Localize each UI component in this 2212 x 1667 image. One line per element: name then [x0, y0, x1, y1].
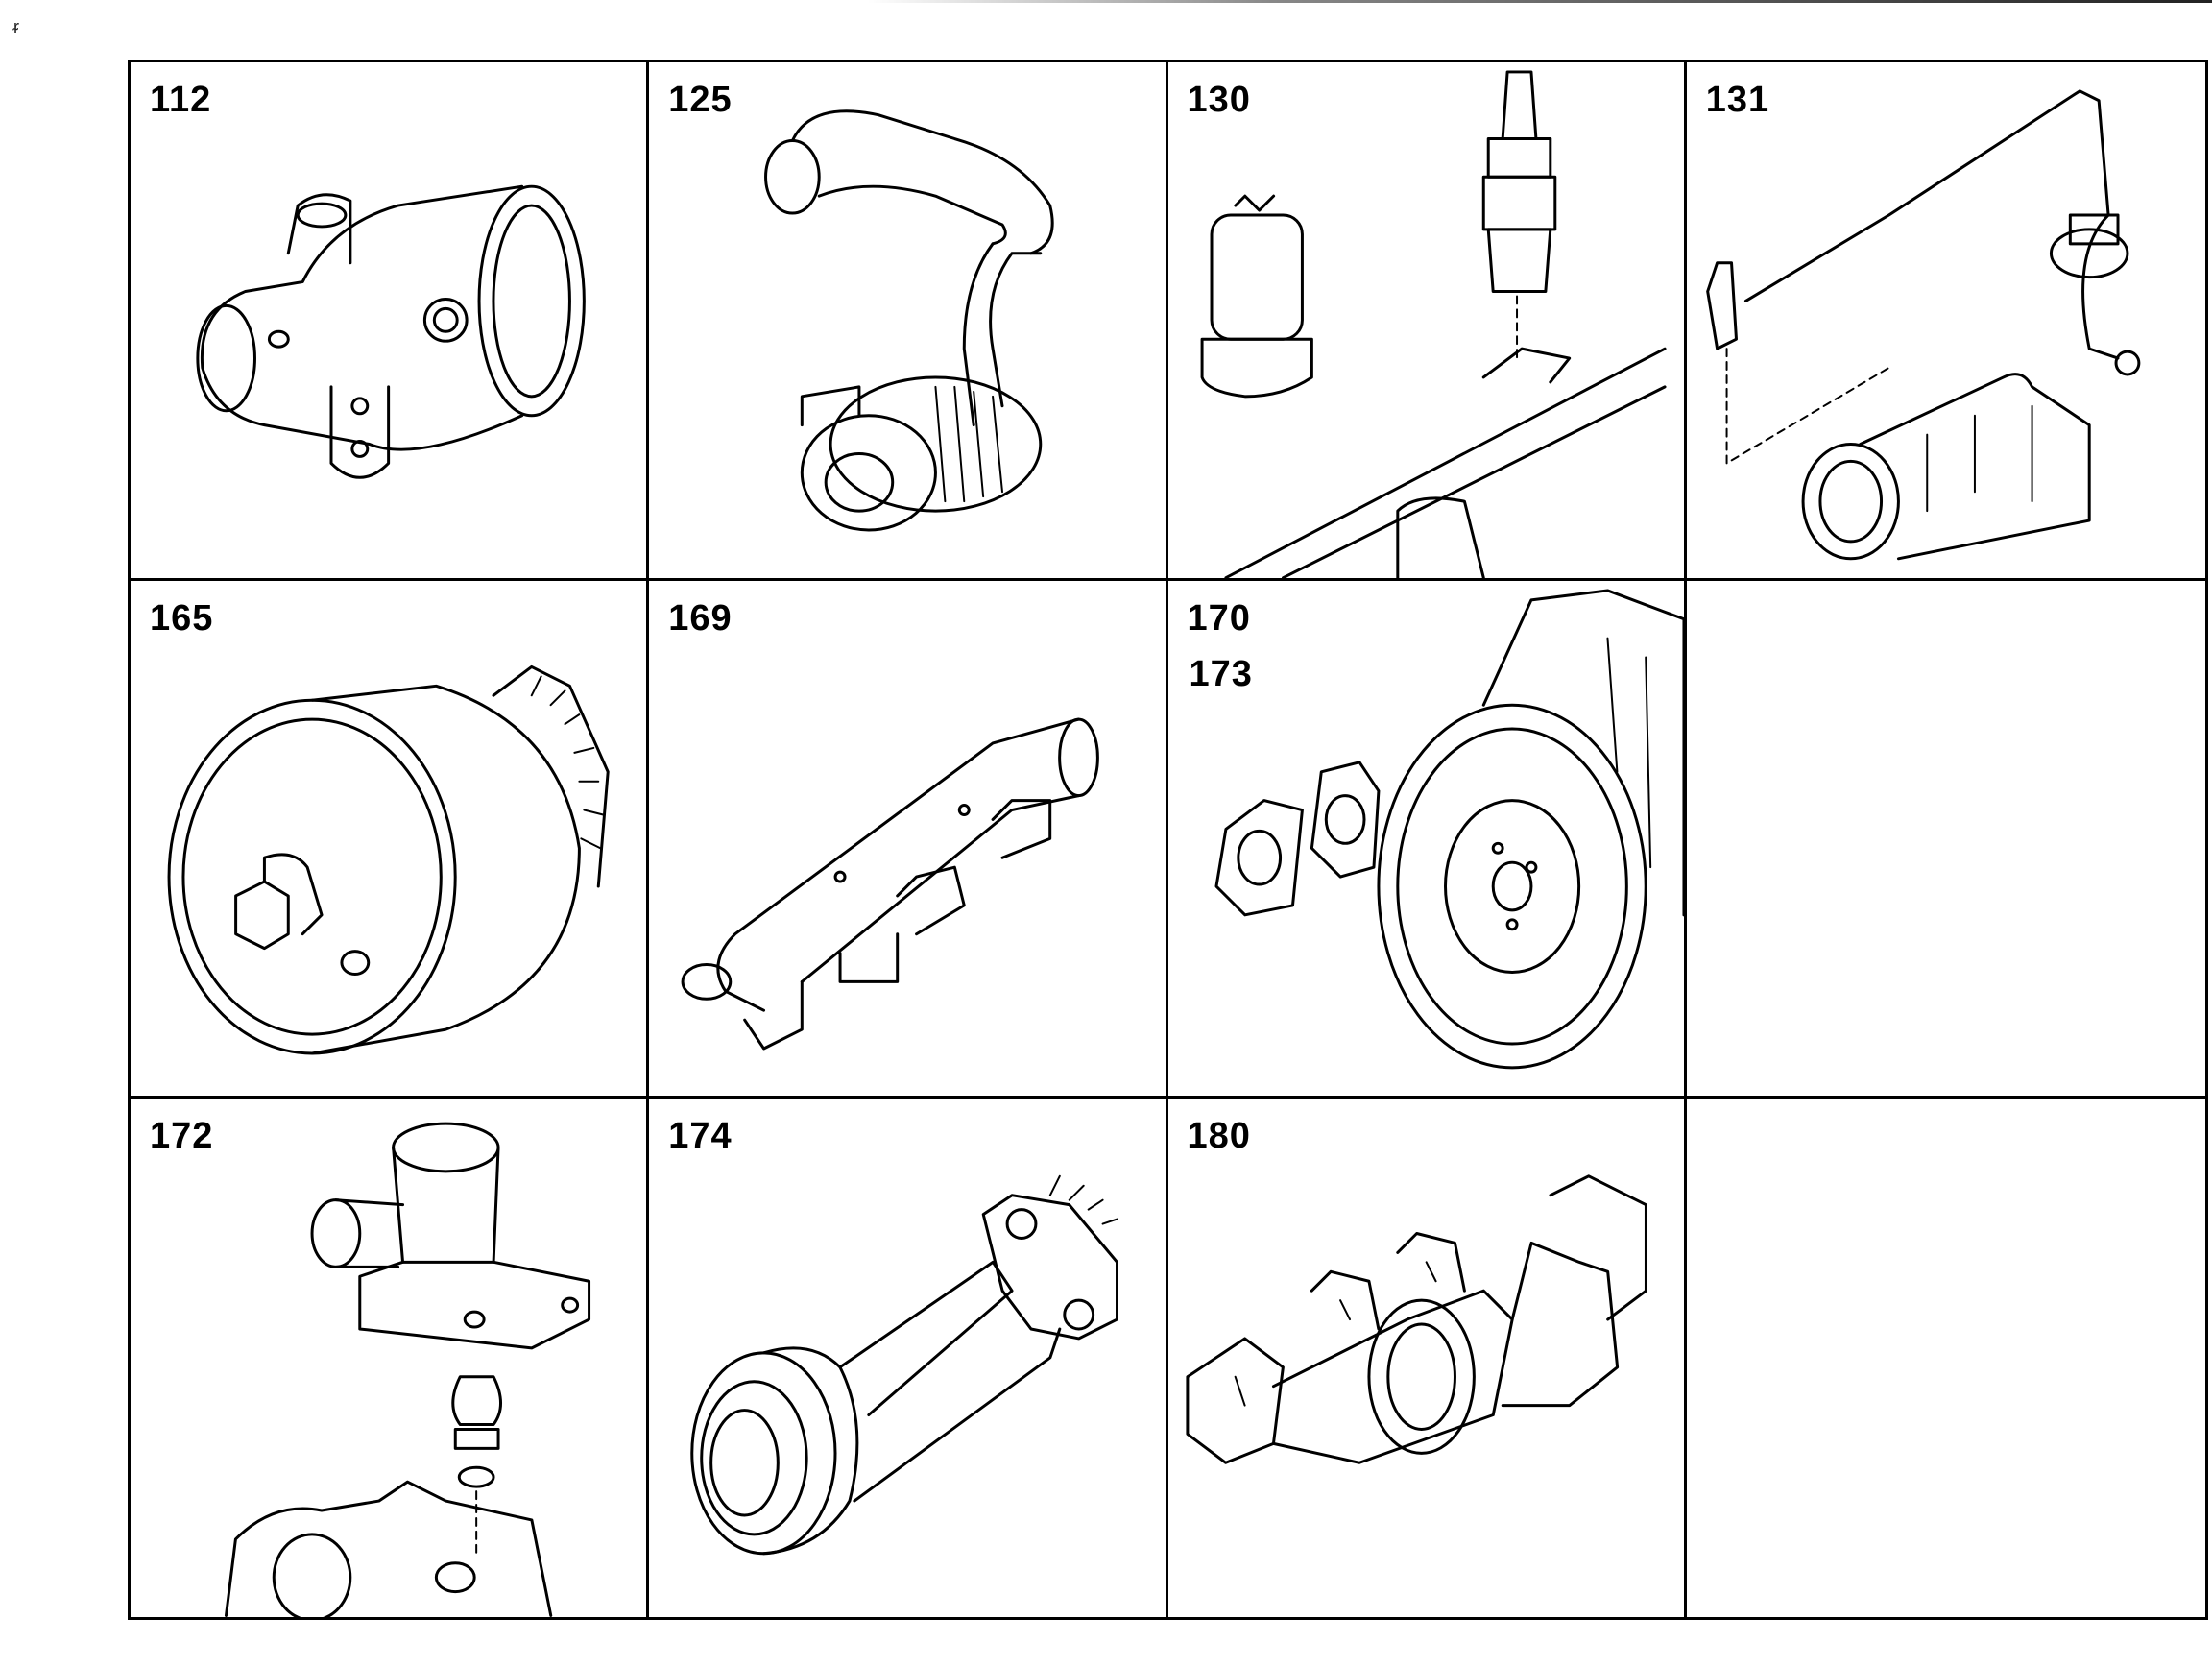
part-number: 131 — [1705, 80, 1770, 120]
part-cell-169[interactable]: 169 — [649, 580, 1168, 1099]
manifold-icon — [681, 717, 1100, 1051]
part-cell-165[interactable]: 165 — [131, 580, 650, 1099]
pulley-icon — [167, 664, 610, 1055]
part-number: 112 — [150, 80, 212, 120]
top-border-line — [868, 0, 2212, 3]
part-cell-131[interactable]: 131 — [1686, 62, 2205, 581]
part-cell-180[interactable]: 180 — [1168, 1099, 1687, 1617]
glow-plug-icon — [1200, 70, 1667, 578]
flywheel-icon — [1214, 589, 1684, 1070]
part-number: 174 — [668, 1116, 733, 1157]
corner-mark: ᵲ — [13, 17, 19, 36]
part-cell-172[interactable]: 172 — [131, 1099, 650, 1617]
coupling-icon — [196, 184, 586, 479]
part-number: 172 — [150, 1116, 214, 1157]
parts-grid: 112 125 — [128, 60, 2208, 1620]
fuel-line-icon — [1705, 89, 2141, 561]
exhaust-manifold-icon — [1185, 1174, 1647, 1465]
part-cell-130[interactable]: 130 — [1167, 62, 1687, 581]
part-number: 180 — [1187, 1116, 1251, 1157]
part-cell-170-173[interactable]: 170 173 — [1167, 580, 1687, 1099]
thermostat-housing-icon — [224, 1122, 591, 1617]
empty-cell-row2 — [1686, 581, 2205, 1099]
part-number: 169 — [668, 597, 733, 639]
shaft-icon — [690, 1175, 1119, 1556]
part-number: 125 — [668, 80, 733, 120]
part-cell-125[interactable]: 125 — [649, 62, 1168, 581]
part-cell-112[interactable]: 112 — [131, 62, 650, 581]
part-number-secondary: 173 — [1189, 653, 1253, 694]
part-number: 170 — [1187, 597, 1251, 639]
part-cell-174[interactable]: 174 — [649, 1099, 1168, 1617]
turbocharger-icon — [764, 109, 1054, 532]
empty-cell-row3 — [1687, 1099, 2205, 1617]
part-number: 130 — [1187, 80, 1251, 120]
part-number: 165 — [150, 597, 214, 639]
